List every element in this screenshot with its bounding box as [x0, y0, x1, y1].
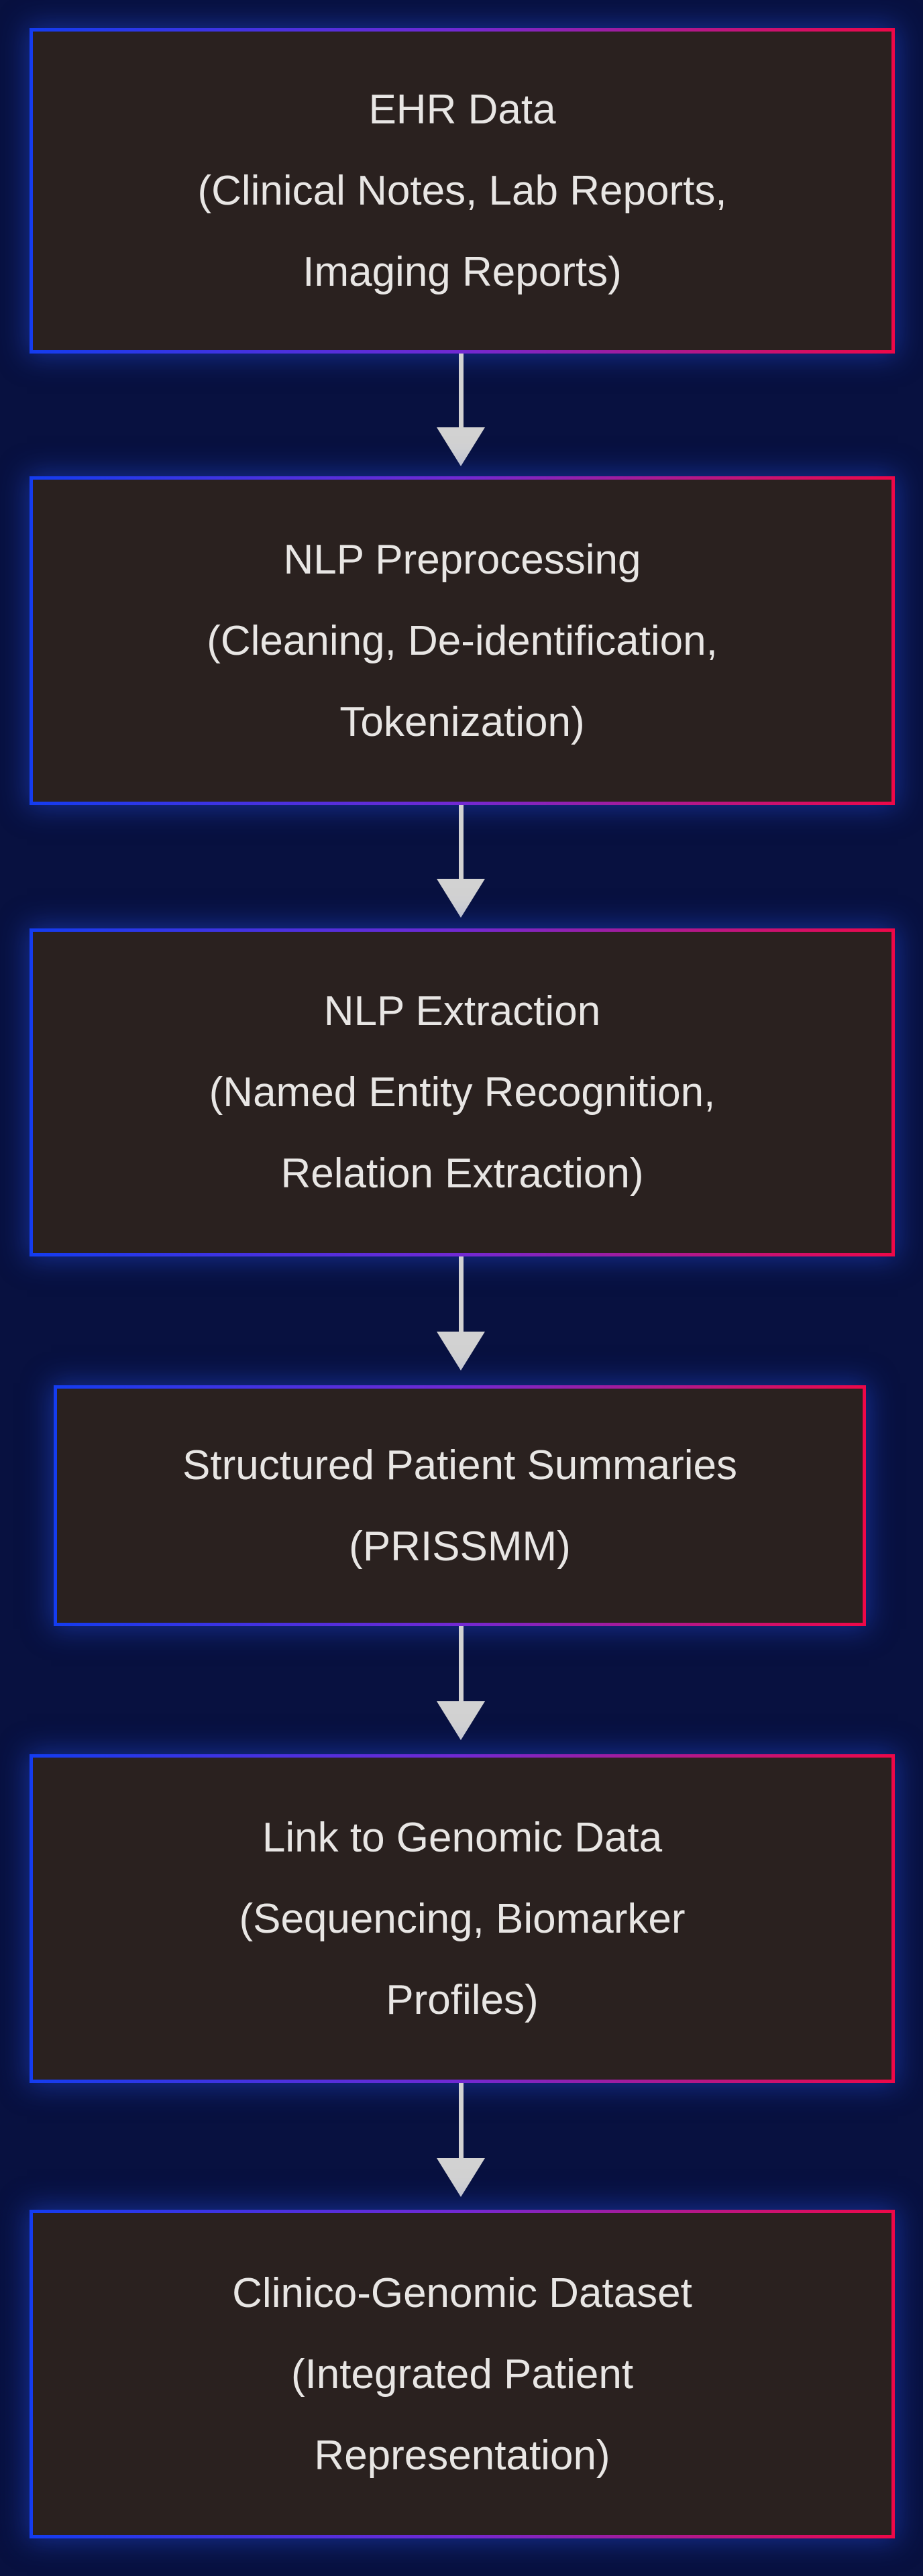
arrow-down-icon [437, 1701, 485, 1740]
flow-box-genomic-link-body: Link to Genomic Data (Sequencing, Biomar… [33, 1758, 891, 2080]
box-text-line: (Named Entity Recognition, [209, 1069, 716, 1116]
box-text-line: Representation) [314, 2432, 610, 2479]
arrow-line [458, 805, 464, 879]
box-text-line: NLP Preprocessing [283, 536, 641, 583]
flow-box-ehr-data-body: EHR Data (Clinical Notes, Lab Reports, I… [33, 32, 891, 350]
flow-arrow-3 [437, 1256, 485, 1371]
box-text-line: (Integrated Patient [290, 2351, 634, 2398]
arrow-down-icon [437, 427, 485, 466]
box-text-line: NLP Extraction [323, 988, 601, 1034]
box-text-line: (PRISSMM) [349, 1523, 571, 1570]
arrow-line [458, 2083, 464, 2158]
flow-box-nlp-preprocessing: NLP Preprocessing (Cleaning, De-identifi… [30, 476, 895, 805]
box-text-line: (Clinical Notes, Lab Reports, [197, 168, 727, 214]
flow-box-clinico-genomic-dataset-body: Clinico-Genomic Dataset (Integrated Pati… [33, 2213, 891, 2535]
box-text-line: Imaging Reports) [303, 249, 622, 295]
box-text-line: Structured Patient Summaries [182, 1442, 737, 1489]
box-text-line: (Cleaning, De-identification, [207, 617, 718, 664]
arrow-line [458, 354, 464, 427]
flow-box-ehr-data: EHR Data (Clinical Notes, Lab Reports, I… [30, 28, 895, 354]
arrow-down-icon [437, 879, 485, 918]
box-text-line: Relation Extraction) [280, 1150, 644, 1197]
flow-arrow-1 [437, 354, 485, 466]
flow-arrow-5 [437, 2083, 485, 2197]
flow-box-structured-summaries-body: Structured Patient Summaries (PRISSMM) [57, 1389, 863, 1623]
box-text-line: Clinico-Genomic Dataset [232, 2269, 692, 2316]
box-text-line: (Sequencing, Biomarker [239, 1895, 686, 1942]
flow-box-nlp-preprocessing-body: NLP Preprocessing (Cleaning, De-identifi… [33, 480, 891, 802]
flow-box-genomic-link: Link to Genomic Data (Sequencing, Biomar… [30, 1754, 895, 2083]
flow-arrow-2 [437, 805, 485, 918]
arrow-down-icon [437, 2158, 485, 2197]
flow-box-nlp-extraction: NLP Extraction (Named Entity Recognition… [30, 928, 895, 1256]
flow-arrow-4 [437, 1626, 485, 1740]
box-text-line: Link to Genomic Data [262, 1814, 663, 1861]
flow-box-structured-summaries: Structured Patient Summaries (PRISSMM) [54, 1385, 866, 1626]
box-text-line: Profiles) [386, 1976, 539, 2023]
flow-box-clinico-genomic-dataset: Clinico-Genomic Dataset (Integrated Pati… [30, 2210, 895, 2538]
arrow-down-icon [437, 1332, 485, 1371]
arrow-line [458, 1626, 464, 1701]
arrow-line [458, 1256, 464, 1332]
box-text-line: EHR Data [368, 87, 556, 133]
box-text-line: Tokenization) [339, 698, 585, 745]
flow-box-nlp-extraction-body: NLP Extraction (Named Entity Recognition… [33, 932, 891, 1253]
